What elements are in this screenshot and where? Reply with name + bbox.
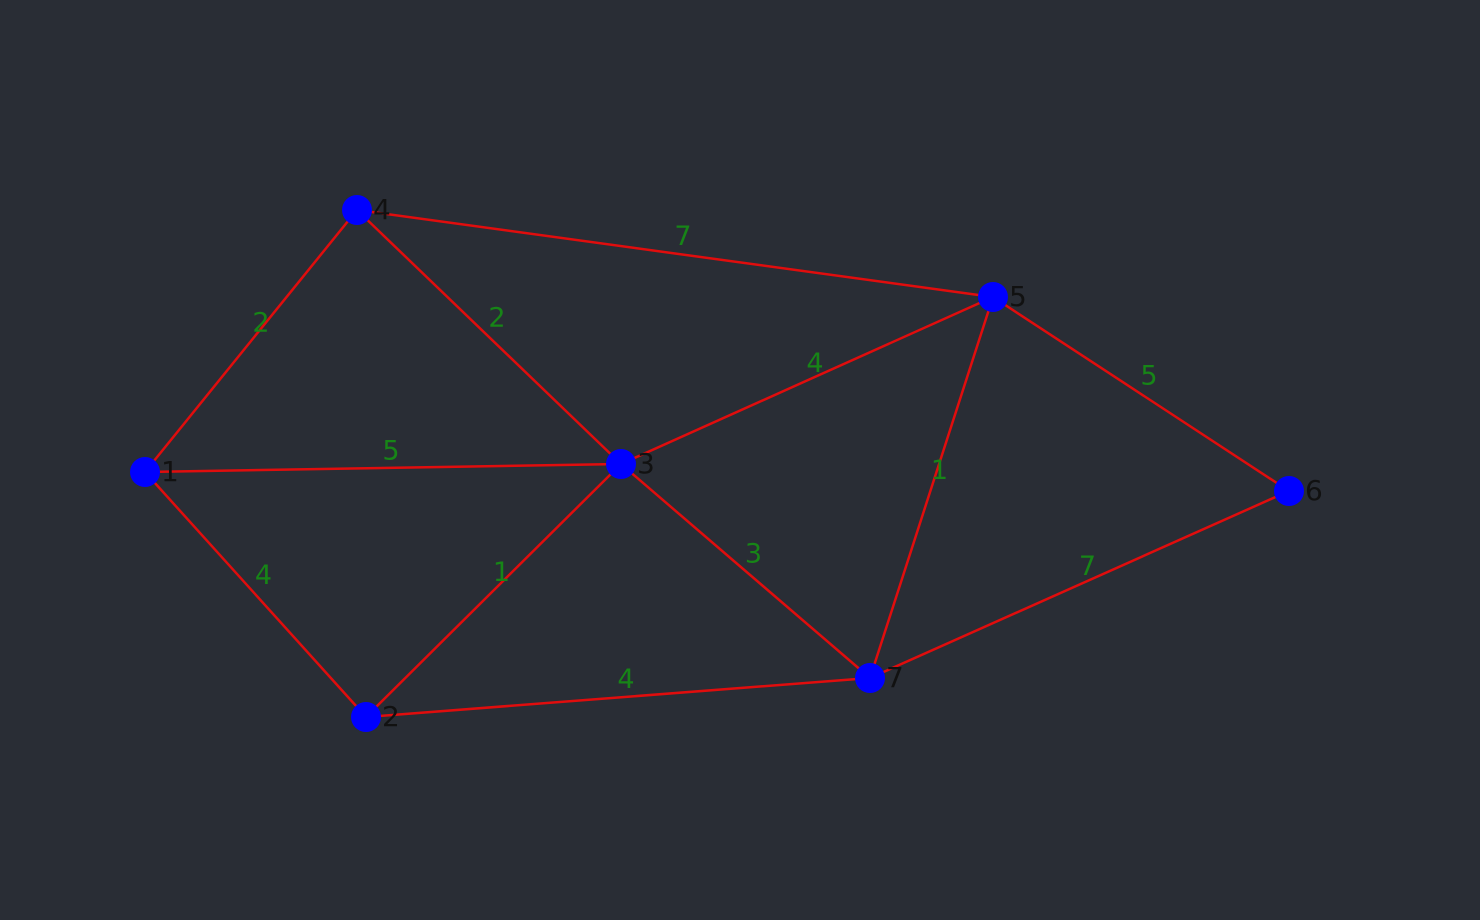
node-3[interactable] — [606, 449, 636, 479]
edge-weight-5-7: 1 — [931, 455, 948, 486]
edge-weight-1-3: 5 — [382, 436, 399, 467]
node-label-4: 4 — [373, 193, 391, 226]
nodes-layer — [130, 195, 1304, 732]
node-5[interactable] — [978, 282, 1008, 312]
edge-weight-1-2: 4 — [255, 560, 272, 591]
edge-weight-2-7: 4 — [617, 664, 634, 695]
edge-1-4 — [144, 209, 358, 473]
edge-weight-7-6: 7 — [1079, 551, 1096, 582]
node-label-5: 5 — [1009, 280, 1027, 313]
node-label-1: 1 — [161, 455, 179, 488]
edge-weight-3-7: 3 — [745, 539, 762, 570]
edge-3-7 — [620, 463, 871, 679]
edge-2-7 — [365, 676, 871, 719]
node-4[interactable] — [342, 195, 372, 225]
edge-weight-3-5: 4 — [806, 348, 823, 379]
edge-5-7 — [868, 296, 995, 679]
edge-7-6 — [869, 489, 1290, 680]
node-labels-layer: 1 2 3 4 5 6 7 — [161, 193, 1323, 733]
node-7[interactable] — [855, 663, 885, 693]
edge-weights-layer: 2 2 7 5 4 1 4 4 3 1 5 7 — [252, 221, 1157, 695]
edge-3-5 — [620, 295, 994, 466]
node-2[interactable] — [351, 702, 381, 732]
edge-5-6 — [992, 295, 1290, 493]
edge-1-3 — [144, 462, 622, 474]
edge-weight-5-6: 5 — [1140, 361, 1157, 392]
edge-4-5 — [356, 208, 994, 299]
edge-weight-4-5: 7 — [674, 221, 691, 252]
edges-layer — [144, 208, 1290, 719]
node-label-3: 3 — [637, 447, 655, 480]
node-6[interactable] — [1274, 476, 1304, 506]
node-label-6: 6 — [1305, 474, 1323, 507]
node-label-7: 7 — [886, 661, 904, 694]
edge-4-3 — [356, 209, 622, 465]
node-1[interactable] — [130, 457, 160, 487]
edge-weight-1-4: 2 — [252, 308, 269, 339]
node-label-2: 2 — [382, 700, 400, 733]
edge-weight-4-3: 2 — [488, 303, 505, 334]
edge-2-3 — [365, 463, 622, 718]
edge-1-2 — [144, 471, 367, 718]
edge-weight-2-3: 1 — [493, 557, 510, 588]
